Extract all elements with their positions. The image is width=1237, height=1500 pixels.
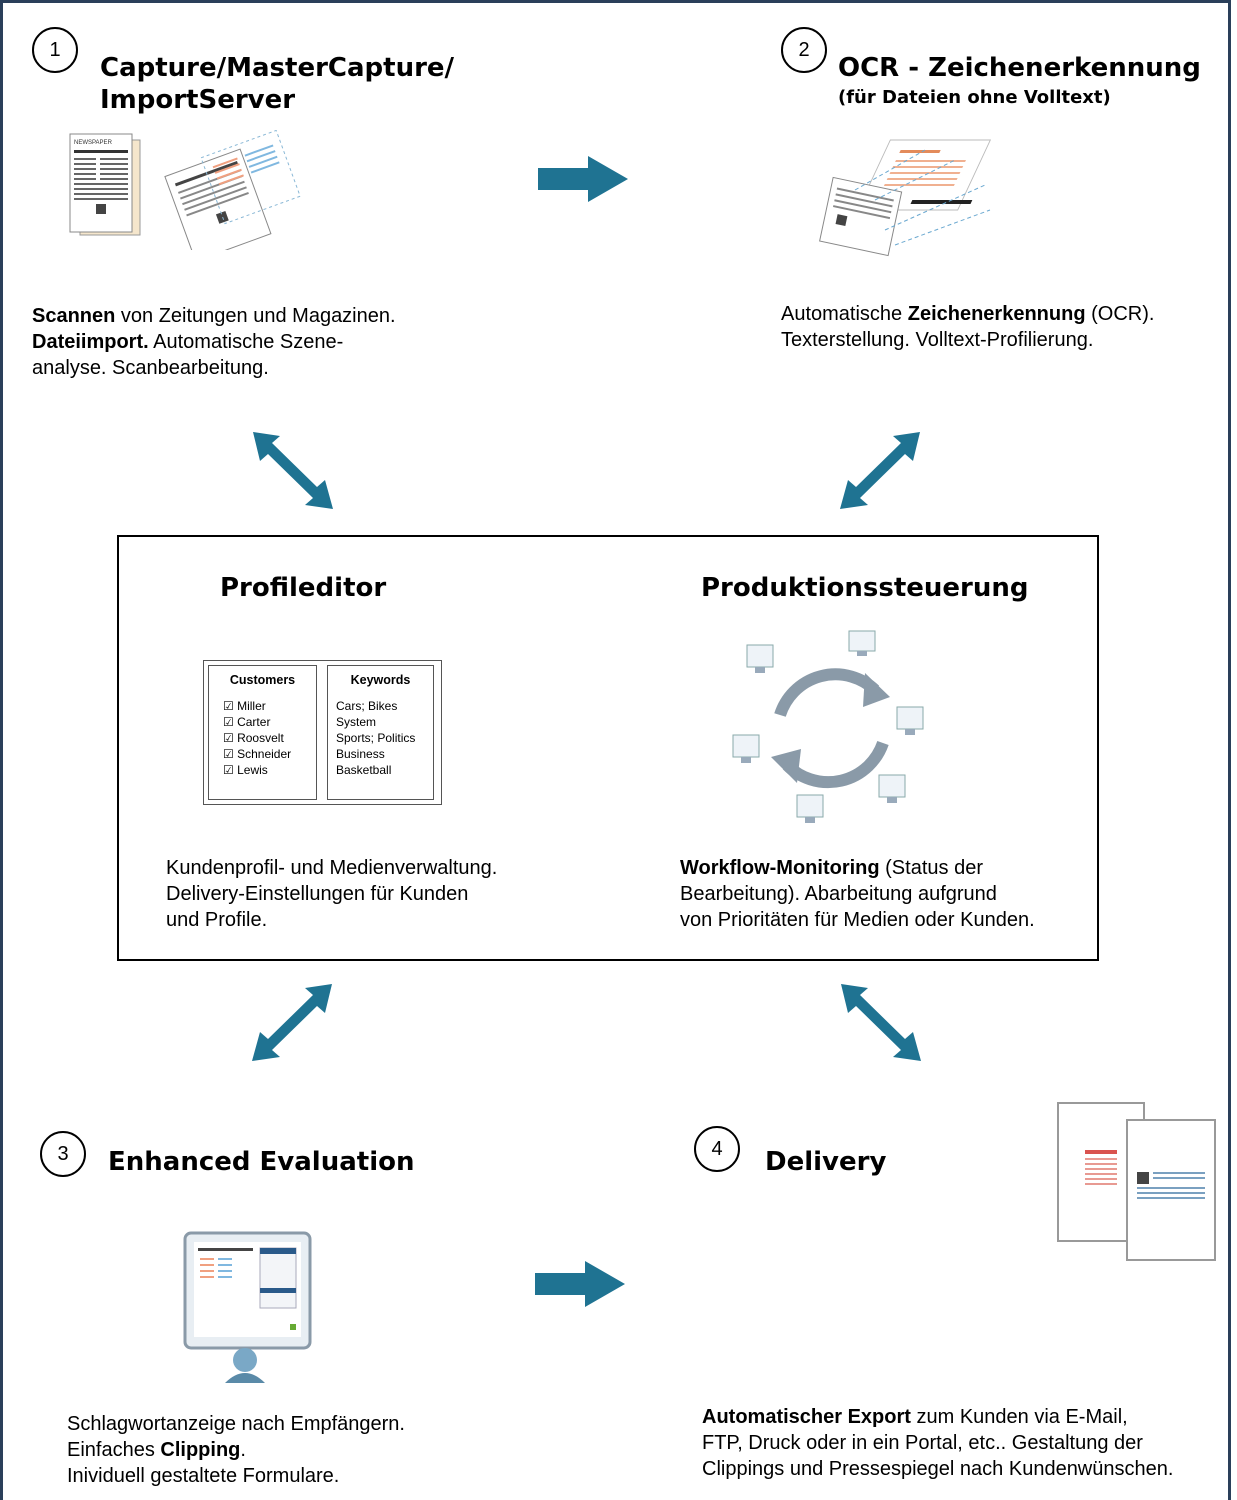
arrow-diagonal-bottom-left <box>252 984 332 1061</box>
production-title: Produktionssteuerung <box>701 573 1029 603</box>
ocr-description: Automatische Zeichenerkennung (OCR). Tex… <box>781 303 1155 351</box>
profile-table: Customers ☑ Miller ☑ Carter ☑ Roosvelt ☑… <box>203 660 442 805</box>
customer-row: ☑ Roosvelt <box>223 731 284 745</box>
customers-column: Customers ☑ Miller ☑ Carter ☑ Roosvelt ☑… <box>208 665 317 800</box>
keyword-row: Cars; Bikes <box>336 699 398 713</box>
customer-row: ☑ Schneider <box>223 747 292 761</box>
customer-row: ☑ Carter <box>223 715 271 729</box>
evaluation-description: Schlagwortanzeige nach Empfängern. Einfa… <box>67 1413 405 1487</box>
delivery-description: Automatischer Export zum Kunden via E-Ma… <box>702 1406 1174 1480</box>
keywords-column: Keywords Cars; Bikes System Sports; Poli… <box>327 665 434 800</box>
keyword-row: Business <box>336 747 385 761</box>
evaluation-title: Enhanced Evaluation <box>108 1147 415 1177</box>
step-4-badge: 4 <box>694 1126 740 1172</box>
customer-row: ☑ Lewis <box>223 763 268 777</box>
keyword-row: Sports; Politics <box>336 731 416 745</box>
arrow-diagonal-top-left <box>253 432 333 509</box>
customers-header: Customers <box>229 673 296 687</box>
production-description: Workflow-Monitoring (Status der Bearbeit… <box>680 857 1035 931</box>
ocr-title: OCR - Zeichenerkennung <box>838 53 1201 83</box>
arrow-diagonal-top-right <box>840 432 920 509</box>
arrow-right-bottom <box>535 1261 625 1307</box>
monitor-icon <box>732 630 924 823</box>
ocr-illustration <box>819 139 992 257</box>
newspaper-scan-illustration: NEWSPAPER <box>69 130 301 250</box>
step-3-badge: 3 <box>40 1131 86 1177</box>
keywords-header: Keywords <box>350 673 411 687</box>
profileditor-description: Kundenprofil- und Medienverwaltung. Deli… <box>166 857 498 931</box>
ocr-subtitle: (für Dateien ohne Volltext) <box>838 87 1111 108</box>
keyword-row: Basketball <box>336 763 392 777</box>
delivery-title: Delivery <box>765 1147 887 1177</box>
newspaper-label: NEWSPAPER <box>74 140 113 146</box>
arrow-right-top <box>538 156 628 202</box>
capture-description: Scannen von Zeitungen und Magazinen. Dat… <box>32 305 396 379</box>
arrow-diagonal-bottom-right <box>841 984 921 1061</box>
evaluation-monitor-illustration <box>183 1231 312 1383</box>
profileditor-title: Profileditor <box>220 573 387 603</box>
step-2-badge: 2 <box>781 27 827 73</box>
capture-title: Capture/MasterCapture/ ImportServer <box>100 53 455 115</box>
step-1-badge: 1 <box>32 27 78 73</box>
customer-row: ☑ Miller <box>223 699 266 713</box>
keyword-row: System <box>336 715 377 729</box>
workflow-cycle-illustration <box>732 630 924 823</box>
delivery-documents-illustration <box>1057 1102 1216 1261</box>
